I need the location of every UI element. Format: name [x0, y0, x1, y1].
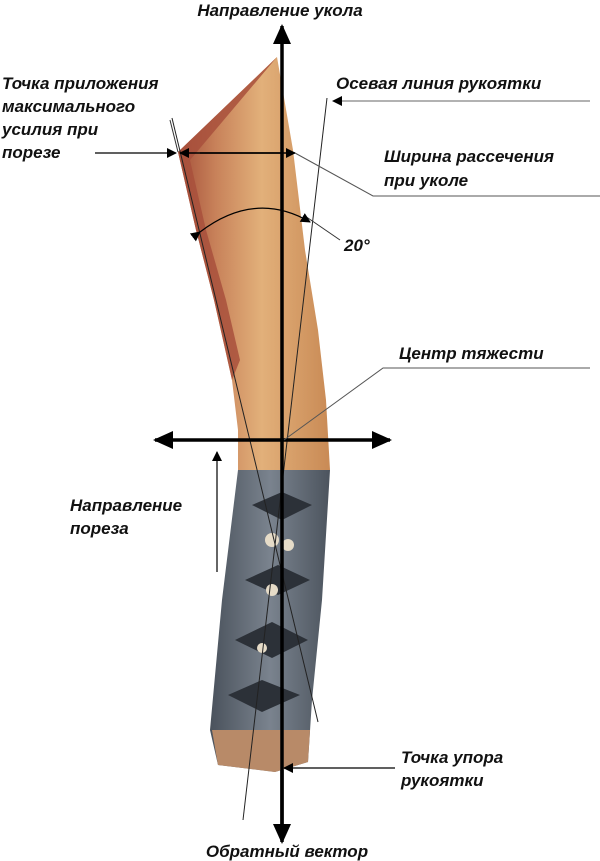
angle-arc — [189, 207, 311, 242]
knife-blade — [178, 57, 330, 470]
label-cut-direction-1: Направление — [70, 496, 182, 515]
label-stop-point-2: рукоятки — [400, 771, 484, 790]
label-max-force-3: усилия при — [1, 120, 99, 139]
label-stop-point-1: Точка упора — [401, 748, 503, 767]
label-max-force-1: Точка приложения — [2, 74, 159, 93]
cog-leader — [283, 367, 590, 441]
label-center-of-gravity: Центр тяжести — [399, 344, 544, 363]
label-max-force-2: максимального — [2, 97, 135, 116]
label-cut-width-1: Ширина рассечения — [384, 147, 554, 166]
label-cut-direction-2: пореза — [70, 519, 129, 538]
angle-leader — [304, 215, 341, 241]
label-max-force-4: порезе — [2, 143, 61, 162]
label-reverse-vector: Обратный вектор — [206, 842, 368, 861]
label-cut-width-2: при уколе — [384, 171, 468, 190]
label-angle: 20° — [343, 236, 370, 255]
knife-handle — [210, 470, 330, 772]
label-thrust-direction: Направление укола — [197, 1, 362, 20]
handle-pommel — [212, 730, 310, 772]
handle-axis-line — [242, 97, 328, 821]
width-leader — [294, 152, 600, 197]
blade-edge-bevel — [178, 57, 277, 380]
max-force-leader — [169, 119, 179, 153]
label-handle-axis: Осевая линия рукоятки — [336, 74, 542, 93]
